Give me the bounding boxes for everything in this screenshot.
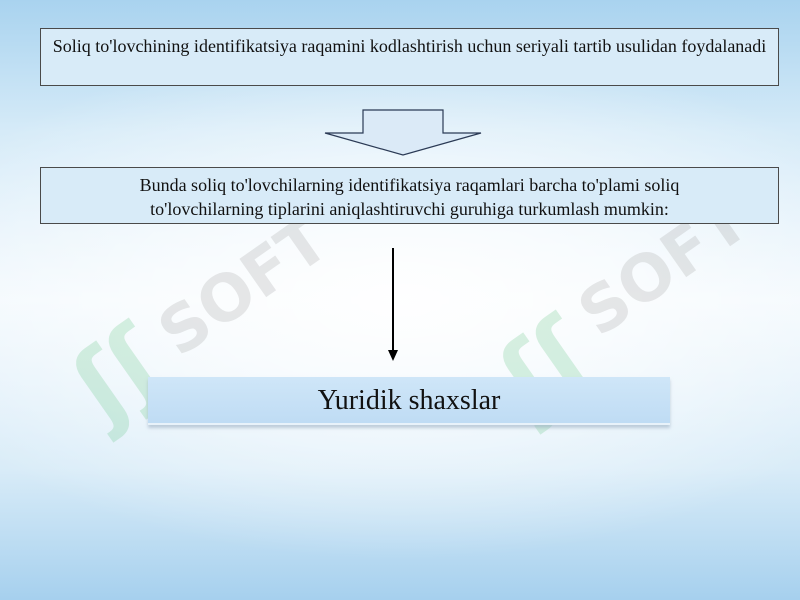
step-box-2-text: Bunda soliq to'lovchilarning identifikat…	[139, 175, 680, 219]
result-box-text: Yuridik shaxslar	[317, 385, 501, 416]
step-box-1: Soliq to'lovchining identifikatsiya raqa…	[40, 28, 779, 86]
result-box: Yuridik shaxslar	[148, 377, 670, 425]
step-box-1-text: Soliq to'lovchining identifikatsiya raqa…	[52, 36, 767, 56]
line-arrow-head	[388, 350, 398, 361]
step-box-2: Bunda soliq to'lovchilarning identifikat…	[40, 167, 779, 224]
block-arrow-down	[324, 109, 482, 156]
